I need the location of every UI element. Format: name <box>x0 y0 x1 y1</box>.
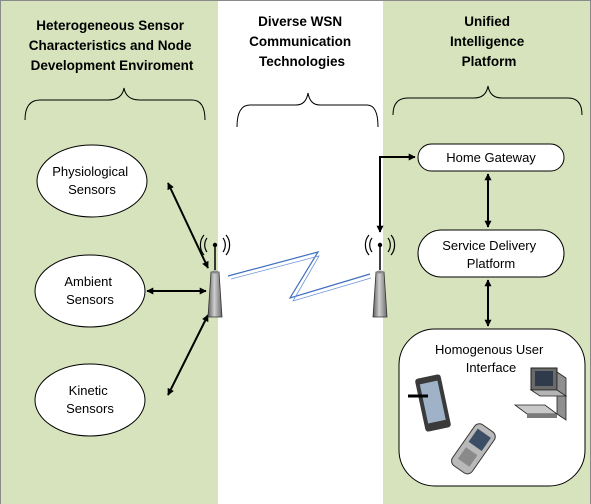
left-brace <box>24 87 206 121</box>
service-delivery-platform-label: Service Delivery Platform <box>442 238 540 271</box>
ambient-sensors-node: Ambient Sensors <box>34 254 146 328</box>
homogenous-user-interface-label: Homogenous User Interface <box>435 342 547 375</box>
middle-column-panel <box>218 0 383 504</box>
physiological-sensors-node: Physiological Sensors <box>36 144 148 218</box>
home-gateway-node: Home Gateway <box>417 143 565 172</box>
kinetic-sensors-label: Kinetic Sensors <box>66 383 114 416</box>
desktop-computer-icon <box>513 367 568 421</box>
node-to-gateway-arrow <box>376 153 416 233</box>
middle-brace <box>236 92 379 128</box>
right-column-title: Unified Intelligence Platform <box>450 14 528 69</box>
wireless-link <box>227 251 371 300</box>
service-delivery-platform-node: Service Delivery Platform <box>417 229 565 278</box>
kinetic-sensors-node: Kinetic Sensors <box>34 363 146 437</box>
physiological-sensors-label: Physiological Sensors <box>52 164 132 197</box>
tablet-icon <box>408 374 451 432</box>
home-gateway-label: Home Gateway <box>446 150 536 165</box>
left-column-title: Heterogeneous Sensor Characteristics and… <box>29 18 196 73</box>
right-brace <box>392 85 583 116</box>
physiological-link-arrow <box>167 182 209 269</box>
wireless-node-icon <box>199 234 231 318</box>
kinetic-link-arrow <box>167 314 209 396</box>
mobile-phone-icon <box>451 423 496 475</box>
ambient-sensors-label: Ambient Sensors <box>64 274 115 307</box>
wireless-node-icon <box>364 234 396 318</box>
middle-column-title: Diverse WSN Communication Technologies <box>249 14 355 69</box>
